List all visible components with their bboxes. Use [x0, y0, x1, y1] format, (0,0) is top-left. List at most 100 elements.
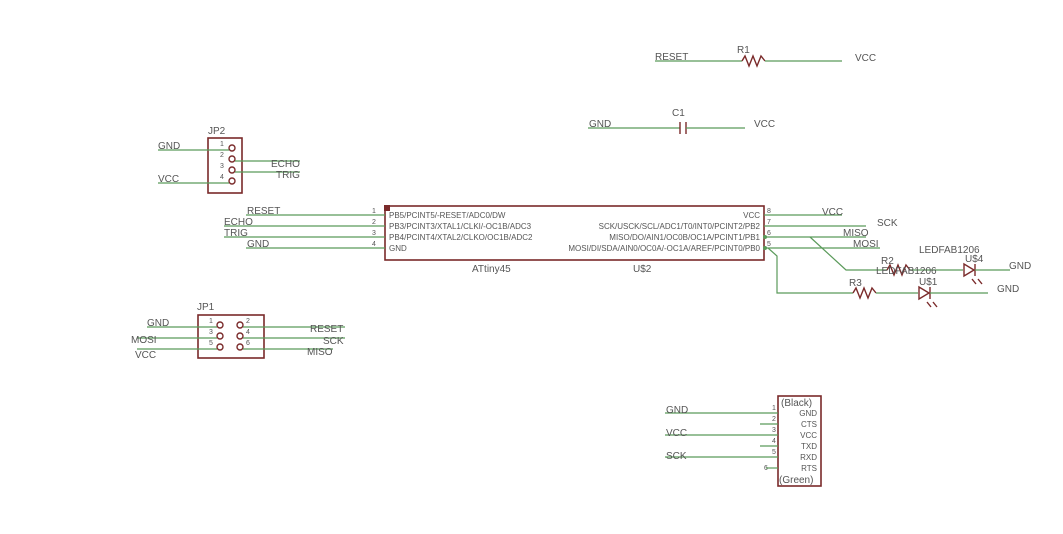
ftdi-body — [777, 395, 822, 487]
jp2-body — [207, 137, 243, 194]
resistor-r1: R1 RESET VCC — [655, 45, 876, 68]
u2-pin-label-7: SCK/USCK/SCL/ADC1/T0/INT0/PCINT2/PB2 — [599, 222, 761, 231]
jp1-net-vcc: VCC — [135, 350, 156, 361]
led4-value: LEDFAB1206 — [919, 245, 980, 256]
led4-gnd-net: GND — [1009, 261, 1031, 272]
u2-junction-pin5 — [763, 246, 767, 250]
u2-body — [384, 205, 765, 261]
led1-gnd-net: GND — [997, 284, 1019, 295]
ftdi-top-label: (Black) — [781, 398, 812, 409]
u2-pin1-marker — [384, 205, 390, 211]
u2-pin-label-1: PB5/PCINT5/-RESET/ADC0/DW — [389, 211, 506, 220]
c1-left-net: GND — [589, 119, 611, 130]
led1-ref: U$1 — [919, 277, 938, 288]
ic-attiny45: ATtiny45 U$2 RESET ECHO TRIG GND 1 2 3 4… — [224, 205, 898, 275]
u2-pin-label-5: MOSI/DI/SDA/AIN0/OC0A/-OC1A/AREF/PCINT0/… — [568, 244, 760, 253]
jp2-pin-4 — [228, 177, 236, 185]
r2-symbol — [886, 263, 911, 277]
ftdi-pin-rts: RTS — [801, 464, 817, 473]
jp1-pin-6 — [236, 343, 244, 351]
jp1-pin-5 — [216, 343, 224, 351]
jp2-net-trig: TRIG — [276, 170, 300, 181]
jp2-pin-num-3: 3 — [220, 163, 224, 170]
ftdi-pin-cts: CTS — [801, 420, 817, 429]
u2-ref: U$2 — [633, 264, 652, 275]
u2-pin-num-5: 5 — [767, 241, 771, 248]
jp1-body — [197, 314, 265, 359]
jp1-pin-3 — [216, 332, 224, 340]
jp1-pin-num-5: 5 — [209, 340, 213, 347]
jp1-pin-num-3: 3 — [209, 329, 213, 336]
r1-right-net: VCC — [855, 53, 876, 64]
jp2-pin-num-1: 1 — [220, 141, 224, 148]
led1-symbol — [918, 285, 931, 301]
ftdi-pin-txd: TXD — [801, 442, 817, 451]
c1-name: C1 — [672, 108, 685, 119]
jp2-name: JP2 — [208, 126, 226, 137]
jp1-net-sck: SCK — [323, 336, 344, 347]
u2-net-gnd: GND — [247, 239, 269, 250]
led4-ref: U$4 — [965, 254, 984, 265]
led1-ray-2 — [932, 301, 938, 308]
led4-symbol — [963, 262, 976, 278]
u2-pin-num-6: 6 — [767, 230, 771, 237]
jp2-pin-1 — [228, 144, 236, 152]
u2-net-mosi: MOSI — [853, 239, 879, 250]
jp1-net-gnd: GND — [147, 318, 169, 329]
r3-name: R3 — [849, 278, 862, 289]
u2-net-trig: TRIG — [224, 228, 248, 239]
ftdi-header: (Black) (Green) GND CTS VCC TXD RXD RTS … — [665, 395, 822, 487]
u2-pin-label-3: PB4/PCINT4/XTAL2/CLKO/OC1B/ADC2 — [389, 233, 533, 242]
led-circuits: R2 LEDFAB1206 LEDFAB1206 U$4 GND R3 U$1 … — [767, 236, 1031, 308]
jp1-net-mosi: MOSI — [131, 335, 157, 346]
jp1-net-miso: MISO — [307, 347, 333, 358]
jp1-pin-num-1: 1 — [209, 318, 213, 325]
u2-pin-label-2: PB3/PCINT3/XTAL1/CLKI/-OC1B/ADC3 — [389, 222, 532, 231]
ftdi-pin-num-1: 1 — [772, 405, 776, 412]
r1-symbol — [741, 54, 766, 68]
jp2-pin-num-4: 4 — [220, 174, 224, 181]
u2-pin-num-8: 8 — [767, 208, 771, 215]
r3-symbol — [852, 286, 877, 300]
jp1-pin-2 — [236, 321, 244, 329]
jp2-net-echo: ECHO — [271, 159, 300, 170]
jp2-net-vcc: VCC — [158, 174, 179, 185]
jp1-pin-num-6: 6 — [246, 340, 250, 347]
ftdi-pin-num-3: 3 — [772, 427, 776, 434]
jp1-pin-num-2: 2 — [246, 318, 250, 325]
jp2-pin-num-2: 2 — [220, 152, 224, 159]
u2-net-sck: SCK — [877, 218, 898, 229]
ftdi-pin-rxd: RXD — [800, 453, 817, 462]
r1-left-net: RESET — [655, 52, 688, 63]
capacitor-c1: C1 GND VCC — [588, 108, 775, 134]
ftdi-pin-num-2: 2 — [772, 416, 776, 423]
u2-pin-label-8: VCC — [743, 211, 760, 220]
c1-right-net: VCC — [754, 119, 775, 130]
u2-net-echo: ECHO — [224, 217, 253, 228]
header-jp2: JP2 1 2 3 4 GND ECHO TRIG VCC — [158, 126, 300, 194]
u2-pin-num-1: 1 — [372, 208, 376, 215]
jp1-net-reset: RESET — [310, 324, 343, 335]
u2-net-reset: RESET — [247, 206, 280, 217]
led4-value-overlap: LEDFAB1206 — [876, 266, 937, 277]
u2-pin-num-7: 7 — [767, 219, 771, 226]
jp2-pin-2 — [228, 155, 236, 163]
ftdi-bottom-label: (Green) — [779, 475, 813, 486]
ftdi-net-sck: SCK — [666, 451, 687, 462]
u2-pin-label-4: GND — [389, 244, 407, 253]
r1-name: R1 — [737, 45, 750, 56]
u2-net-vcc: VCC — [822, 207, 843, 218]
u2-pin-num-2: 2 — [372, 219, 376, 226]
ftdi-net-gnd: GND — [666, 405, 688, 416]
led4-ray-2 — [977, 278, 983, 285]
u2-net-miso: MISO — [843, 228, 869, 239]
u2-pin-label-6: MISO/DO/AIN1/OC0B/OC1A/PCINT1/PB1 — [609, 233, 760, 242]
ftdi-pin-gnd: GND — [799, 409, 817, 418]
r2-branch-wire — [809, 236, 887, 271]
header-jp1: JP1 1 2 3 4 5 6 GND MOSI VCC RESET SCK M… — [131, 302, 345, 361]
r3-branch-wire — [767, 247, 853, 294]
r2-name: R2 — [881, 256, 894, 267]
led1-ray-1 — [926, 301, 932, 308]
